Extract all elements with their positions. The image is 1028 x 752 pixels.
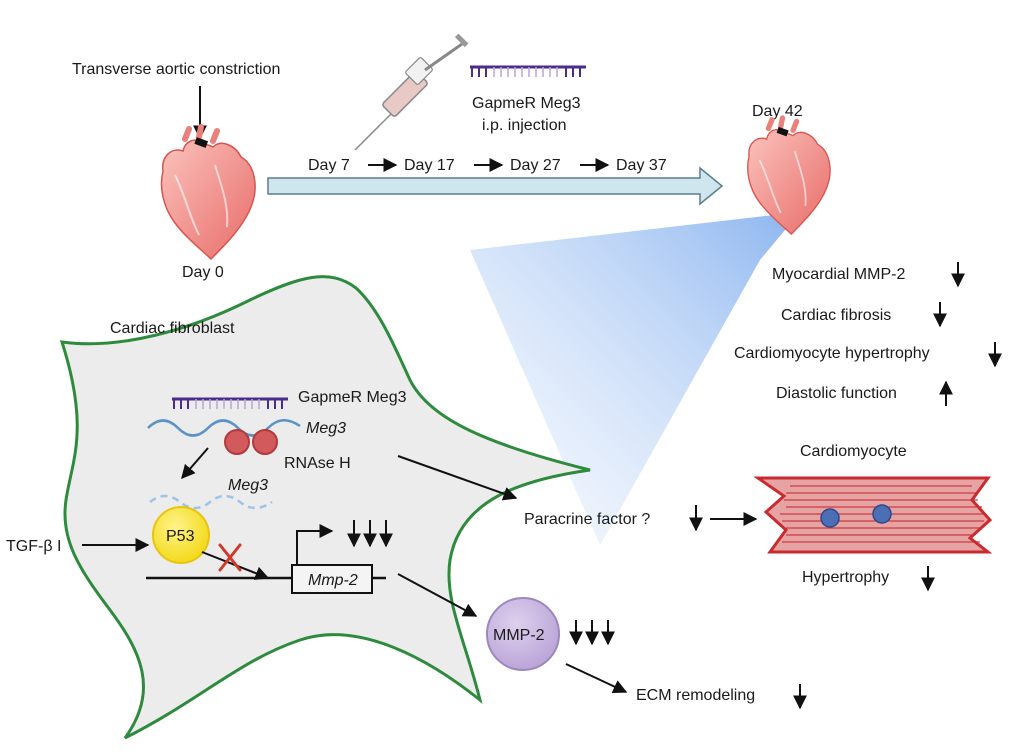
heart-icon-day42 xyxy=(747,115,831,236)
gapmer-injection-line1: GapmeR Meg3 xyxy=(472,95,581,112)
outcome-mmp2: Myocardial MMP-2 xyxy=(772,266,905,283)
mmp2-protein xyxy=(486,597,560,671)
day0-label: Day 0 xyxy=(182,264,224,281)
zoom-beam xyxy=(470,212,800,545)
rnase-label: RNAse H xyxy=(284,455,351,472)
gapmer-icon-cell xyxy=(172,397,288,409)
tgf-label: TGF-β I xyxy=(6,538,61,555)
timeline-arrow xyxy=(267,166,724,206)
meg3-rna-wave xyxy=(147,419,301,437)
paracrine-arrow xyxy=(397,455,518,501)
hypertrophy-label: Hypertrophy xyxy=(802,569,889,586)
p53-protein xyxy=(152,506,210,564)
outcome-diastolic: Diastolic function xyxy=(776,385,897,402)
block-x-icon xyxy=(218,543,242,572)
degradation-arrow xyxy=(181,447,209,480)
timeline-day-37: Day 37 xyxy=(616,157,667,174)
fibroblast-cell xyxy=(59,275,591,740)
mmp2-gene-label: Mmp-2 xyxy=(308,572,358,589)
gene-to-protein-arrow xyxy=(397,573,478,617)
nucleus xyxy=(872,504,892,524)
mmp2-protein-label: MMP-2 xyxy=(493,627,545,644)
ecm-arrow xyxy=(565,663,628,694)
fibroblast-title: Cardiac fibroblast xyxy=(110,320,235,337)
meg3-degraded-wave xyxy=(149,494,273,510)
day42-label: Day 42 xyxy=(752,103,803,120)
tac-label: Transverse aortic constriction xyxy=(72,61,280,78)
meg3-label-bottom: Meg3 xyxy=(228,477,268,494)
cardiomyocyte-title: Cardiomyocyte xyxy=(800,443,907,460)
rnase-h-icon xyxy=(252,429,278,455)
gapmer-cell-label: GapmeR Meg3 xyxy=(298,389,407,406)
gapmer-icon-top xyxy=(470,65,586,77)
promoter-arrow xyxy=(296,524,334,565)
syringe-icon xyxy=(354,33,469,151)
timeline-day-7: Day 7 xyxy=(308,157,350,174)
gapmer-injection-line2: i.p. injection xyxy=(482,117,567,134)
heart-icon-day0 xyxy=(160,124,256,261)
paracrine-label: Paracrine factor ? xyxy=(524,511,650,528)
ecm-label: ECM remodeling xyxy=(636,687,755,704)
p53-label: P53 xyxy=(166,528,195,545)
meg3-label-top: Meg3 xyxy=(306,420,346,437)
timeline-day-17: Day 17 xyxy=(404,157,455,174)
rnase-h-icon xyxy=(224,429,250,455)
timeline-day-27: Day 27 xyxy=(510,157,561,174)
mmp2-gene-box xyxy=(291,564,373,594)
outcome-fibrosis: Cardiac fibrosis xyxy=(781,307,891,324)
outcome-hypertrophy: Cardiomyocyte hypertrophy xyxy=(734,345,930,362)
nucleus xyxy=(820,508,840,528)
